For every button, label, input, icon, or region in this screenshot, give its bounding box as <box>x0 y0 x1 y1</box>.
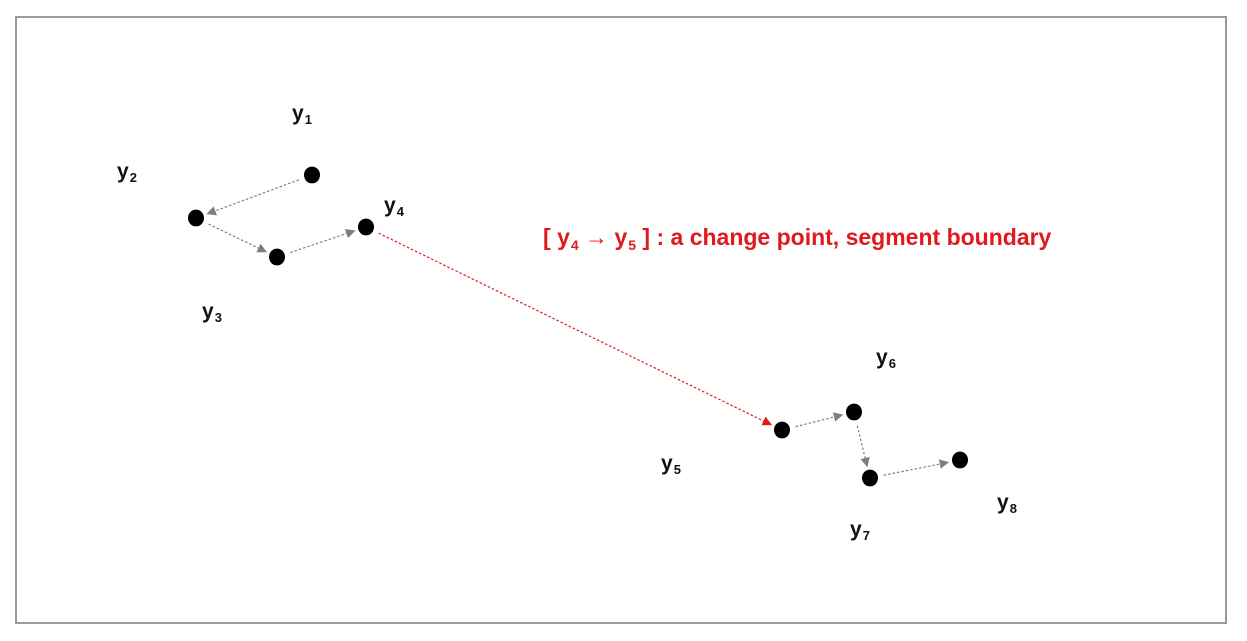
edge-y3-y4 <box>290 229 356 254</box>
node-label-y6-sub: 6 <box>888 356 896 371</box>
node-y5 <box>774 421 790 439</box>
caption-to-base: y <box>614 224 628 250</box>
node-y1 <box>304 166 320 184</box>
edge-y1-y2 <box>206 179 300 216</box>
node-label-y6: y6 <box>876 347 896 370</box>
node-y6 <box>846 403 862 421</box>
node-label-y2-sub: 2 <box>129 170 137 185</box>
node-label-y3-base: y <box>202 300 214 323</box>
edges-layer <box>206 179 950 476</box>
node-label-y7-base: y <box>850 518 862 541</box>
node-label-y3: y3 <box>202 301 222 324</box>
edge-y6-y7 <box>856 425 870 468</box>
node-label-y8-base: y <box>997 491 1009 514</box>
node-label-y5: y5 <box>661 453 681 476</box>
caption-to-sub: 5 <box>628 237 637 253</box>
edge-y4-y5 <box>378 232 773 426</box>
node-y2 <box>188 209 204 227</box>
node-label-y4-base: y <box>384 194 396 217</box>
node-y8 <box>952 451 968 469</box>
caption-from-base: y <box>557 224 570 250</box>
node-label-y7: y7 <box>850 519 870 542</box>
nodes-layer <box>188 166 968 487</box>
edge-y5-y6 <box>795 412 844 428</box>
node-label-y4: y4 <box>384 195 404 218</box>
node-label-y1-base: y <box>292 102 304 125</box>
caption-arrow: → <box>578 224 615 250</box>
node-label-y1-sub: 1 <box>304 112 312 127</box>
caption-rest: ] : a change point, segment boundary <box>636 224 1052 250</box>
node-label-y7-sub: 7 <box>862 528 870 543</box>
node-label-y2-base: y <box>117 160 129 183</box>
change-point-caption: [ y4 → y5 ] : a change point, segment bo… <box>543 224 1052 253</box>
node-label-y4-sub: 4 <box>396 204 404 219</box>
edge-y2-y3 <box>208 223 268 253</box>
caption-from-sub: 4 <box>570 237 579 253</box>
node-label-y5-sub: 5 <box>673 462 681 477</box>
node-label-y3-sub: 3 <box>214 310 222 325</box>
node-y3 <box>269 248 285 266</box>
edge-y7-y8 <box>883 459 950 476</box>
caption-open: [ <box>543 224 558 250</box>
node-label-y8: y8 <box>997 492 1017 515</box>
node-label-y6-base: y <box>876 346 888 369</box>
node-y7 <box>862 469 878 487</box>
node-label-y1: y1 <box>292 103 312 126</box>
node-label-y5-base: y <box>661 452 673 475</box>
node-y4 <box>358 218 374 236</box>
diagram-frame <box>15 16 1227 624</box>
node-label-y2: y2 <box>117 161 137 184</box>
node-label-y8-sub: 8 <box>1009 501 1017 516</box>
